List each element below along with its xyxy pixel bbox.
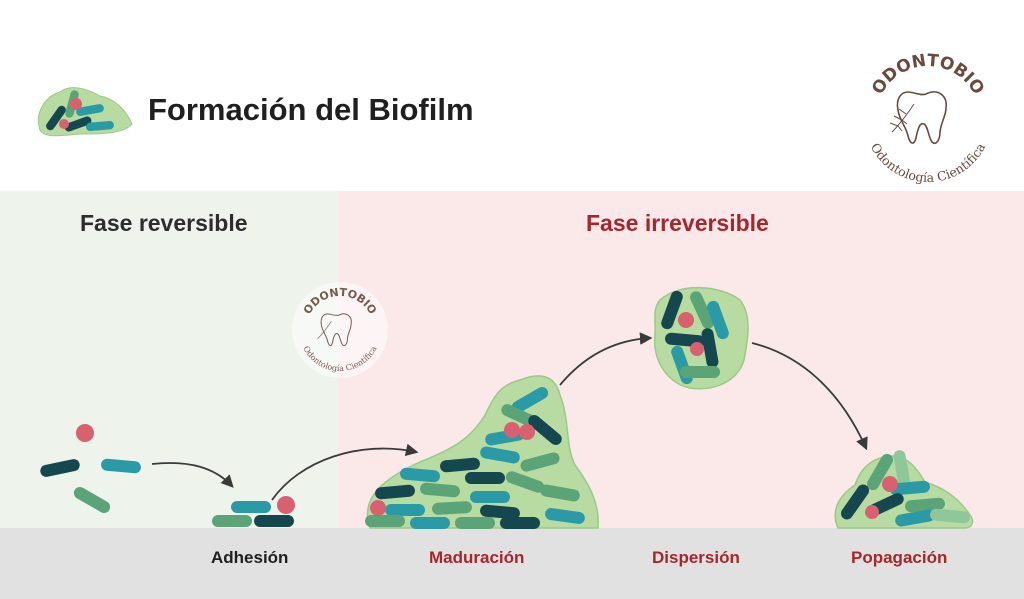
surface-ground [0,528,1024,599]
free-bacteria-group [39,424,142,516]
dispersion-cluster-group [653,286,749,390]
odontobio-watermark: ODONTOBIO Odontología Científica [292,282,388,378]
arrow-to-propagation [751,342,868,451]
stage-label-adhesion: Adhesión [211,548,289,567]
irreversible-phase-label: Fase irreversible [586,210,769,236]
arrow-to-maduracion [271,443,419,501]
adhesion-bacteria-group [212,496,295,527]
arrow-to-adhesion [151,462,234,488]
arrow-to-dispersion [559,332,653,386]
logo-name: ODONTOBIO [868,51,988,98]
page-title: Formación del Biofilm [148,92,474,127]
stage-label-popagacion: Popagación [851,548,948,567]
stage-label-dispersion: Dispersión [652,548,740,567]
reversible-phase-label: Fase reversible [80,210,248,236]
logo-subtitle: Odontología Científica [868,140,989,185]
odontobio-logo: ODONTOBIO Odontología Científica [868,51,989,185]
tooth-icon [317,313,352,347]
tooth-icon [889,91,948,145]
bacteria-cluster-icon [38,87,133,137]
propagation-cluster-group [834,449,974,529]
stage-label-maduracion: Maduración [429,548,525,567]
mature-biofilm-group [365,375,599,529]
